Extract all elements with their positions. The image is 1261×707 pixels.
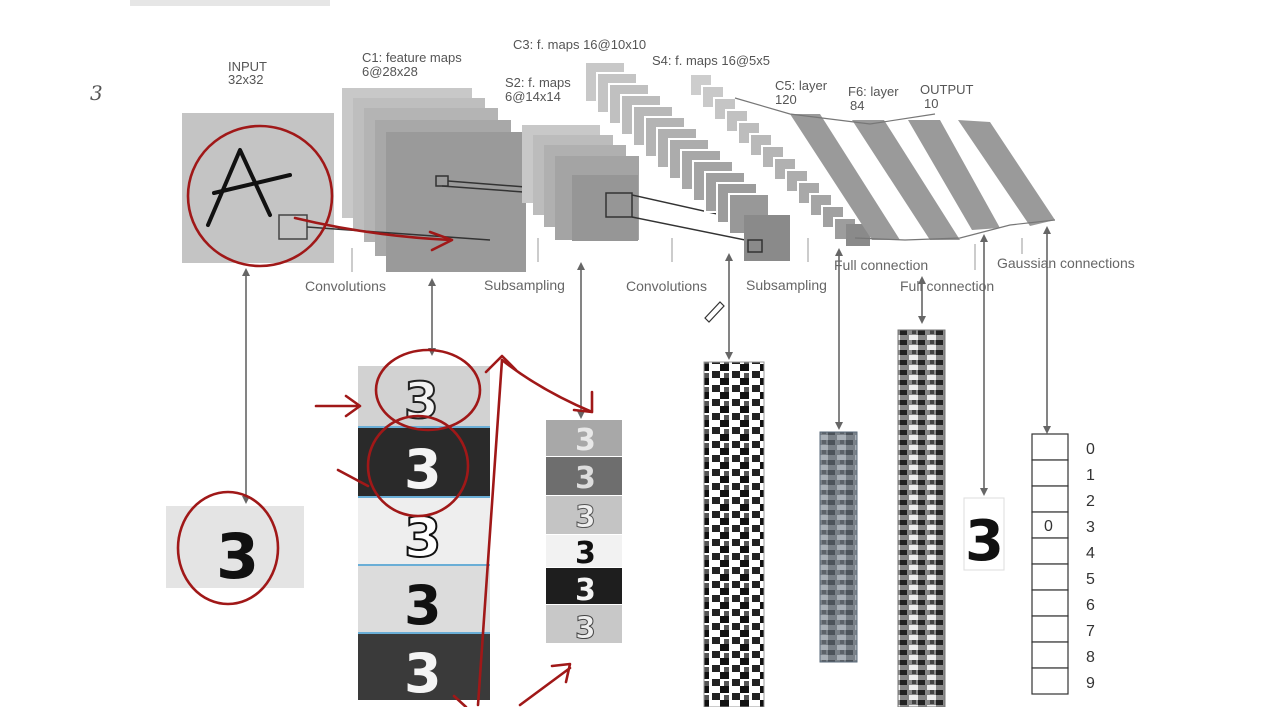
input-digit-panel: 3: [166, 506, 304, 593]
stage-full-connection-2: Full connection: [900, 278, 994, 294]
c1-map-5: 3: [404, 642, 442, 705]
output-label: 3: [1086, 519, 1095, 536]
c5-size: 120: [775, 92, 797, 107]
recognized-digit-panel: 3: [963, 497, 1005, 574]
s2-map-3: 3: [575, 500, 596, 535]
c1-map-2: 3: [404, 438, 442, 501]
input-to-c1-arrow: [293, 216, 452, 242]
s2-map-6: 3: [575, 611, 596, 646]
output-cell: [1031, 667, 1069, 695]
s2-map-5: 3: [575, 573, 596, 608]
c1-name: C1: feature maps: [362, 50, 462, 65]
c1-size: 6@28x28: [362, 64, 418, 79]
output-cell: [1031, 589, 1069, 617]
red-arrow-map-1: [314, 394, 362, 418]
s2-size: 6@14x14: [505, 89, 561, 104]
s4-activation-column: [819, 431, 858, 663]
c5-name: C5: layer: [775, 78, 828, 93]
s4-feature-maps: [689, 73, 870, 246]
output-label: 6: [1086, 597, 1095, 614]
stage-convolutions-1: Convolutions: [305, 278, 386, 294]
red-arrow-map-2: [336, 468, 370, 488]
input-circle: [186, 124, 334, 268]
stage-subsampling-1: Subsampling: [484, 277, 565, 293]
c1-map-1: 3: [404, 372, 439, 430]
pen-cursor-icon: [704, 301, 725, 323]
input-digit: 3: [216, 520, 259, 593]
output-cell: [1031, 537, 1069, 565]
s2-map-4: 3: [575, 536, 596, 571]
s2-map-1: 3: [575, 423, 596, 458]
output-cell: [1031, 485, 1069, 513]
output-size: 10: [924, 96, 938, 111]
output-label: 4: [1086, 545, 1095, 562]
output-active-value: 0: [1044, 518, 1053, 535]
output-name: OUTPUT: [920, 82, 974, 97]
c1-map-1-circle: [374, 348, 482, 432]
output-cell: [1031, 641, 1069, 669]
input-digit-circle: [176, 490, 280, 606]
output-label: 5: [1086, 571, 1095, 588]
input-name: INPUT: [228, 59, 267, 74]
f6-size: 84: [850, 98, 864, 113]
architecture-diagram: INPUT 32x32 C1: feature maps 6@28x28: [182, 37, 1135, 294]
input-size: 32x32: [228, 72, 263, 87]
output-cell: [1031, 615, 1069, 643]
recognized-digit: 3: [965, 509, 1004, 574]
output-label: 8: [1086, 649, 1095, 666]
output-label: 9: [1086, 675, 1095, 692]
stage-subsampling-2: Subsampling: [746, 277, 827, 293]
c3-activation-column: [703, 361, 765, 707]
top-strip: [130, 0, 330, 6]
f6-activation-column: [897, 329, 946, 707]
stage-gaussian-connections: Gaussian connections: [997, 255, 1135, 271]
output-label: 2: [1086, 493, 1095, 510]
s4-name: S4: f. maps 16@5x5: [652, 53, 770, 68]
handwritten-annotations: [176, 124, 594, 707]
red-sweep-arrow: [500, 358, 594, 414]
s2-map-column: 3 3 3 3 3 3: [546, 420, 622, 647]
dense-layers: [734, 97, 1056, 241]
output-cell: [1031, 563, 1069, 591]
c3-name: C3: f. maps 16@10x10: [513, 37, 646, 52]
layer-arrows: [242, 226, 1051, 504]
red-up-arrow: [476, 354, 518, 707]
c3-feature-maps: [584, 61, 790, 261]
output-label: 1: [1086, 467, 1095, 484]
stage-dividers: [351, 238, 1023, 272]
red-bottom-arrow: [518, 662, 572, 707]
output-cell: [1031, 511, 1069, 539]
s2-name: S2: f. maps: [505, 75, 571, 90]
output-cell: [1031, 459, 1069, 487]
output-label: 7: [1086, 623, 1095, 640]
output-vector: 0 1 2 3 0 4 5 6 7 8 9: [1031, 433, 1095, 695]
c1-map-2-circle: [366, 414, 470, 518]
s2-map-2: 3: [575, 461, 596, 496]
f6-name: F6: layer: [848, 84, 899, 99]
s2-feature-maps: [522, 125, 781, 246]
output-label: 0: [1086, 441, 1095, 458]
c1-map-4: 3: [404, 574, 442, 637]
handwritten-corner-mark: 3: [90, 81, 103, 105]
c1-feature-maps: [306, 88, 606, 272]
stage-convolutions-2: Convolutions: [626, 278, 707, 294]
stage-full-connection-1: Full connection: [834, 257, 928, 273]
output-cell: [1031, 433, 1069, 461]
